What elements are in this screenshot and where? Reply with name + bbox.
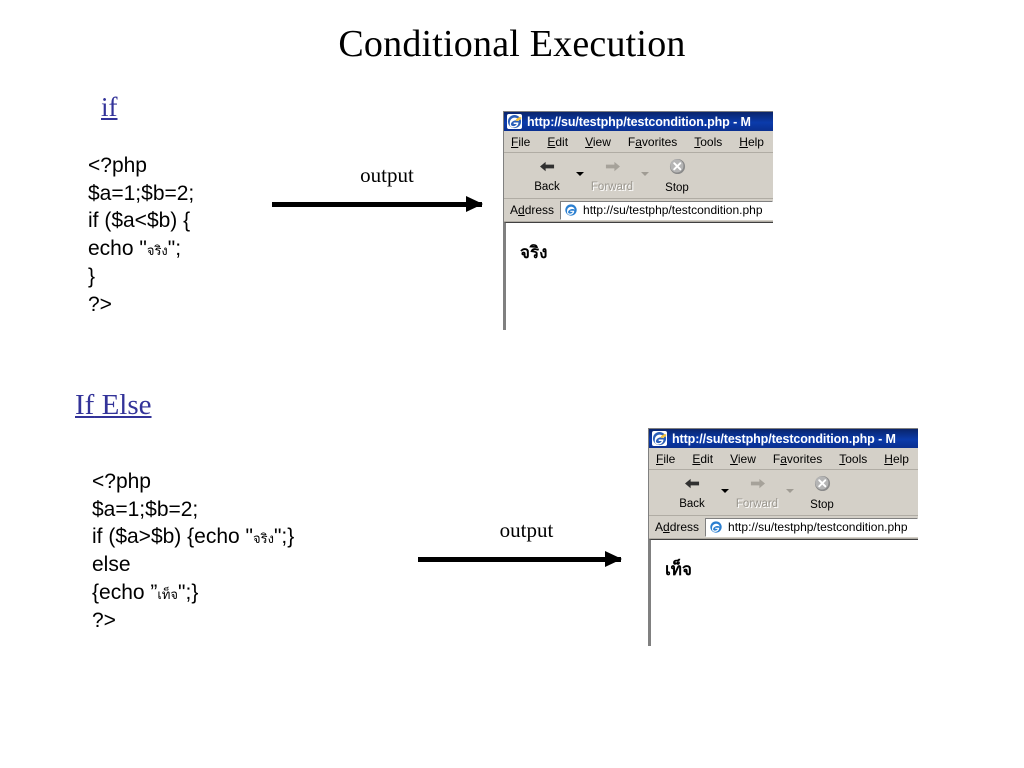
browser-titlebar: http://su/testphp/testcondition.php - M [649, 429, 918, 448]
chevron-down-icon [785, 488, 794, 493]
section-heading-else-word: Else [101, 389, 152, 421]
code-line: $a=1;$b=2; [88, 181, 195, 205]
forward-button-label: Forward [590, 180, 634, 193]
menu-item-edit[interactable]: Edit [692, 451, 714, 466]
section-heading-if-label: if [101, 92, 118, 122]
code-line: <?php [88, 154, 147, 177]
menu-item-help[interactable]: Help [739, 134, 764, 149]
code-line: echo "จริง"; [88, 237, 182, 261]
stop-icon [814, 475, 831, 497]
back-dropdown-button[interactable] [719, 472, 730, 513]
forward-button[interactable]: Forward [730, 472, 784, 513]
stop-icon [669, 158, 686, 180]
menu-item-view[interactable]: View [585, 134, 611, 149]
chevron-down-icon [720, 488, 729, 493]
address-label: Address [655, 520, 700, 534]
browser-content-area: เท็จ [649, 539, 918, 646]
address-url: http://su/testphp/testcondition.php [728, 520, 908, 534]
section-heading-ifelse[interactable]: If Else [75, 389, 152, 422]
page-title: Conditional Execution [338, 23, 686, 65]
code-line: else [92, 553, 131, 577]
menu-item-help[interactable]: Help [884, 451, 909, 466]
arrow-shaft [272, 196, 483, 212]
browser-toolbar: Back Forward [504, 153, 773, 199]
browser-titlebar: http://su/testphp/testcondition.php - M [504, 112, 773, 131]
forward-dropdown-button[interactable] [639, 155, 650, 196]
code-line: if ($a>$b) {echo "จริง";} [92, 525, 295, 549]
page-output-text: เท็จ [665, 560, 692, 579]
browser-window-if[interactable]: http://su/testphp/testcondition.php - M … [503, 111, 773, 330]
forward-dropdown-button[interactable] [784, 472, 795, 513]
browser-content-area: จริง [504, 222, 773, 330]
arrow-head-icon [605, 551, 622, 567]
stop-button-label: Stop [810, 498, 834, 511]
arrow-head-icon [466, 196, 483, 212]
browser-window-ifelse[interactable]: http://su/testphp/testcondition.php - M … [648, 428, 918, 646]
output-arrow-label: output [499, 518, 554, 542]
menu-item-view[interactable]: View [730, 451, 756, 466]
code-line: ?> [92, 608, 116, 632]
forward-arrow-icon [748, 476, 767, 496]
back-arrow-icon [683, 476, 702, 496]
address-input[interactable]: http://su/testphp/testcondition.php [705, 517, 918, 537]
menu-item-file[interactable]: File [656, 451, 676, 466]
menu-item-favorites[interactable]: Favorites [627, 134, 678, 149]
address-input[interactable]: http://su/testphp/testcondition.php [560, 200, 773, 220]
code-block-if: <?php $a=1;$b=2; if ($a<$b) { echo "จริง… [88, 152, 194, 318]
code-line: ?> [88, 292, 112, 316]
browser-addressbar: Address http://su/testphp/testcondition.… [504, 199, 773, 222]
forward-arrow-icon [603, 159, 622, 179]
output-arrow-ifelse: output [418, 518, 622, 567]
menu-item-edit[interactable]: Edit [547, 134, 569, 149]
ie-page-icon [564, 203, 578, 217]
forward-button[interactable]: Forward [585, 155, 639, 196]
code-line: {echo ”เท็จ";} [92, 580, 199, 604]
section-heading-if[interactable]: if [101, 92, 118, 123]
back-dropdown-button[interactable] [574, 155, 585, 196]
back-arrow-icon [538, 159, 557, 179]
back-button[interactable]: Back [665, 472, 719, 513]
code-line: <?php [92, 470, 151, 493]
ie-page-icon [709, 520, 723, 534]
code-line: if ($a<$b) { [88, 209, 191, 233]
stop-button[interactable]: Stop [795, 472, 849, 513]
section-heading-if-word: If [75, 389, 95, 421]
browser-title: http://su/testphp/testcondition.php - M [672, 431, 896, 446]
code-line: $a=1;$b=2; [92, 497, 199, 521]
output-arrow-label: output [360, 163, 414, 187]
menu-item-tools[interactable]: Tools [839, 451, 868, 466]
output-arrow-if: output [272, 163, 483, 212]
browser-toolbar: Back Forward [649, 470, 918, 516]
ie-logo-icon [652, 431, 667, 446]
menu-item-favorites[interactable]: Favorites [772, 451, 823, 466]
back-button-label: Back [679, 497, 705, 510]
stop-button-label: Stop [665, 181, 689, 194]
address-url: http://su/testphp/testcondition.php [583, 203, 763, 217]
chevron-down-icon [575, 171, 584, 176]
chevron-down-icon [640, 171, 649, 176]
ie-logo-icon [507, 114, 522, 129]
menu-item-file[interactable]: File [511, 134, 531, 149]
browser-title: http://su/testphp/testcondition.php - M [527, 114, 751, 129]
browser-menubar: File Edit View Favorites Tools Help [649, 448, 918, 470]
thai-literal: เท็จ [157, 586, 179, 602]
page-output-text: จริง [520, 243, 548, 262]
code-line: } [88, 264, 96, 288]
thai-literal: จริง [252, 531, 274, 547]
browser-menubar: File Edit View Favorites Tools Help [504, 131, 773, 153]
stop-button[interactable]: Stop [650, 155, 704, 196]
back-button-label: Back [534, 180, 560, 193]
arrow-shaft [418, 551, 622, 567]
code-block-ifelse: <?php $a=1;$b=2; if ($a>$b) {echo "จริง"… [92, 468, 294, 634]
address-label: Address [510, 203, 555, 217]
forward-button-label: Forward [735, 497, 779, 510]
browser-addressbar: Address http://su/testphp/testcondition.… [649, 516, 918, 539]
thai-literal: จริง [146, 243, 168, 259]
back-button[interactable]: Back [520, 155, 574, 196]
menu-item-tools[interactable]: Tools [694, 134, 723, 149]
